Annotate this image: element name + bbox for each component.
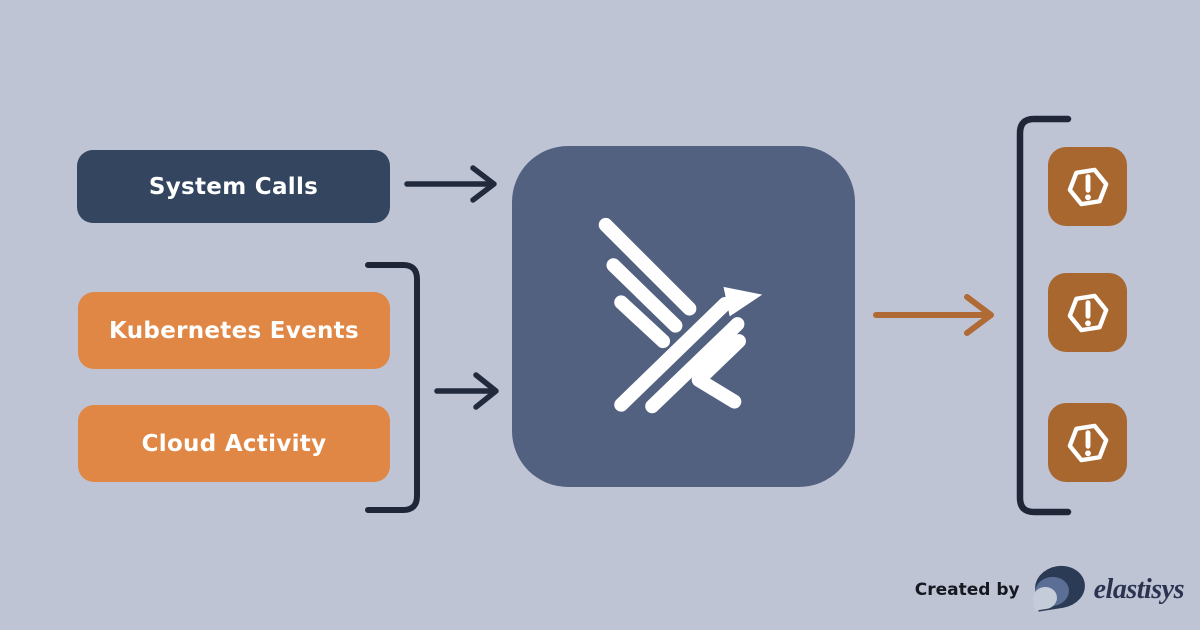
- alert-hexagon-icon: [1067, 423, 1108, 462]
- arrow-system-to-falco-icon: [404, 165, 497, 203]
- arrow-falco-to-alerts-icon: [873, 294, 994, 336]
- falco-bird-icon: [598, 217, 763, 414]
- attribution: Created by elastisys: [914, 562, 1185, 616]
- alert-tile: [1048, 273, 1127, 352]
- alert-tile: [1048, 147, 1127, 226]
- elastisys-logo-icon: [1029, 562, 1088, 614]
- node-system-calls-label: System Calls: [148, 173, 319, 200]
- alert-hexagon-icon: [1067, 293, 1108, 332]
- node-kubernetes-events: Kubernetes Events: [78, 292, 390, 369]
- node-system-calls: System Calls: [77, 150, 390, 223]
- alert-hexagon-icon: [1067, 167, 1108, 206]
- falco-processor-node: [512, 146, 855, 487]
- node-kubernetes-events-label: Kubernetes Events: [109, 317, 359, 344]
- elastisys-wordmark: elastisys: [1093, 574, 1185, 605]
- node-cloud-activity: Cloud Activity: [78, 405, 390, 482]
- arrow-events-to-falco-icon: [434, 372, 499, 410]
- node-cloud-activity-label: Cloud Activity: [141, 430, 327, 457]
- created-by-label: Created by: [914, 580, 1020, 600]
- alert-tile: [1048, 403, 1127, 482]
